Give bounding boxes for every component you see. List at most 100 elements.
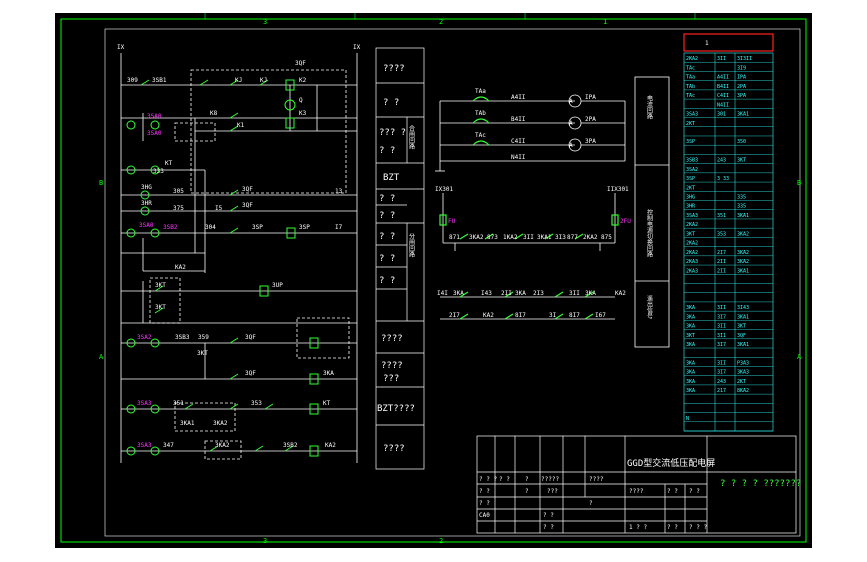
terminal-cell: TAb xyxy=(686,84,695,90)
terminal-cell: 3HG xyxy=(686,195,695,201)
meter-1: 2PA xyxy=(585,116,596,123)
terminal-cell: 3KT xyxy=(737,324,746,330)
lbl-41: 351 xyxy=(173,400,184,407)
legend-item-10: ???? xyxy=(381,334,403,344)
terminal-cell: N xyxy=(686,416,689,422)
lbl-18: 3SA0 xyxy=(139,222,154,229)
terminal-cell: N4II xyxy=(717,102,729,108)
terminal-cell: 301 xyxy=(717,112,726,118)
terminal-cell: 3KA1 xyxy=(737,342,749,348)
out-node-15: 3I xyxy=(549,312,557,319)
terminal-cell: 3QF xyxy=(737,333,746,339)
title-block xyxy=(476,435,797,534)
lbl-25: I5 xyxy=(215,205,223,212)
terminal-cell: 335 xyxy=(737,195,746,201)
lbl-10: K1 xyxy=(237,122,245,129)
terminal-cell: 3SA2 xyxy=(686,167,698,173)
circuit-labels: 309 3SB1 3QF KJ KJ K2 K8 Q K3 K1 3SA0 3S… xyxy=(127,60,343,449)
terminal-cell: 2KT xyxy=(686,185,695,191)
terminal-cell: 3I9 xyxy=(737,65,746,71)
terminal-cell: 3KA1 xyxy=(737,112,749,118)
out-node-12: 2I7 xyxy=(449,312,460,319)
legend-item-6: ? ? xyxy=(379,211,395,221)
ctrl-switch-circuit xyxy=(440,193,616,320)
zone-left-0: B xyxy=(99,179,103,187)
terminal-cell: 2KT xyxy=(737,379,746,385)
tb-cell-12: CA0 xyxy=(479,512,490,519)
phase-0: TAa xyxy=(475,88,486,95)
tb-cell-3: ????? xyxy=(541,476,559,483)
terminal-cell: 3II xyxy=(717,56,726,62)
wire-0: A4II xyxy=(511,94,526,101)
title-cells: ? ? ? ? ? ? ????? ???? ? ? ? ??? ? ? ???… xyxy=(479,476,707,531)
out-node-3: 2II xyxy=(501,290,512,297)
ctrl-node-9: 875 xyxy=(601,234,612,241)
terminal-cell: 3II xyxy=(717,305,726,311)
current-circuit-label: 电流回路 xyxy=(646,94,653,120)
fuse-right: 2FU xyxy=(620,218,631,225)
terminal-cell: 2KA2 xyxy=(686,250,698,256)
out-node-7: 3KA xyxy=(585,290,596,297)
meter-0: IPA xyxy=(585,94,596,101)
terminal-cell: A4II xyxy=(717,75,729,81)
contact-symbols xyxy=(126,79,319,457)
terminal-cell: 3KT xyxy=(686,231,695,237)
schematic-svg: 3 2 1 3 2 B A B A xyxy=(60,13,807,545)
zone-bottom-1: 2 xyxy=(439,537,443,545)
title-sub: ? ? ? ? ??????? xyxy=(720,479,801,489)
terminal-cell: IPA xyxy=(737,75,746,81)
terminal-cell: 3PA xyxy=(737,93,746,99)
svg-text:A: A xyxy=(569,120,573,127)
ctrl-circuit-label: 控制电源切换回路 xyxy=(646,208,653,258)
lbl-13: 333 xyxy=(153,168,164,175)
lbl-0: 309 xyxy=(127,77,138,84)
legend-item-7: ? ? xyxy=(379,232,395,242)
lbl-26: I7 xyxy=(335,224,343,231)
ctrl-node-5: 3KA1 xyxy=(537,234,552,241)
lbl-5: K2 xyxy=(299,77,307,84)
tb-cell-5: ? ? xyxy=(479,488,490,495)
terminal-cell: 3KA xyxy=(686,314,695,320)
tb-cell-4: ???? xyxy=(589,476,604,483)
lbl-17: 3SB2 xyxy=(163,224,178,231)
terminal-cell: 2I7 xyxy=(717,250,726,256)
legend-item-11: ???? xyxy=(381,361,403,371)
legend-item-3: ? ? xyxy=(379,146,395,156)
terminal-cell: 3II xyxy=(717,324,726,330)
terminal-cell: 3I7 xyxy=(717,314,726,320)
terminal-cell: 217 xyxy=(717,388,726,394)
out-signal-label: 遥出信号 xyxy=(646,294,653,320)
legend-item-8: ? ? xyxy=(379,254,395,264)
zone-right-0: B xyxy=(797,179,801,187)
tb-cell-17: ? ? ? xyxy=(689,524,707,531)
legend-item-5: ? ? xyxy=(379,194,395,204)
terminal-cell: 3I1 xyxy=(717,333,726,339)
drawing-sheet: 3 2 1 3 2 B A B A xyxy=(55,13,812,548)
lbl-46: 3SA3 xyxy=(137,442,152,449)
lbl-2: 3QF xyxy=(295,60,306,67)
lbl-31: 3KT xyxy=(155,304,166,311)
ctrl-nodes: 871 3KA2 873 1KA2 3II 3KA1 3I3 877 2KA2 … xyxy=(449,234,612,241)
terminal-cell: 3KA1 xyxy=(737,213,749,219)
out-nodes: I4I 3KA I43 2II 3KA 2I3 3II 3KA KA2 2I7 … xyxy=(437,290,626,319)
terminal-cell: 3SA3 xyxy=(686,112,698,118)
out-node-4: 3KA xyxy=(515,290,526,297)
terminal-cell: 335 xyxy=(737,204,746,210)
terminal-cell: 2II xyxy=(717,268,726,274)
ctrl-node-2: 873 xyxy=(487,234,498,241)
zone-left-1: A xyxy=(99,353,104,361)
terminal-cell: 3I7 xyxy=(717,342,726,348)
legend-item-4: BZT xyxy=(383,173,400,183)
terminal-cell: TAc xyxy=(686,65,695,71)
tb-cell-0: ? ? ? xyxy=(479,476,497,483)
ctrl-node-7: 877 xyxy=(567,234,578,241)
lbl-38: 3QF xyxy=(245,370,256,377)
terminal-cell: 3 33 xyxy=(717,176,729,182)
ctrl-node-8: 2KA2 xyxy=(583,234,598,241)
tb-cell-7: ??? xyxy=(547,488,558,495)
terminal-cell: 3KA xyxy=(686,388,695,394)
terminal-cell: 3KA1 xyxy=(737,314,749,320)
terminal-cell: 3KA xyxy=(686,305,695,311)
terminal-cell: 3KA xyxy=(686,342,695,348)
terminal-cell: 350 xyxy=(737,139,746,145)
